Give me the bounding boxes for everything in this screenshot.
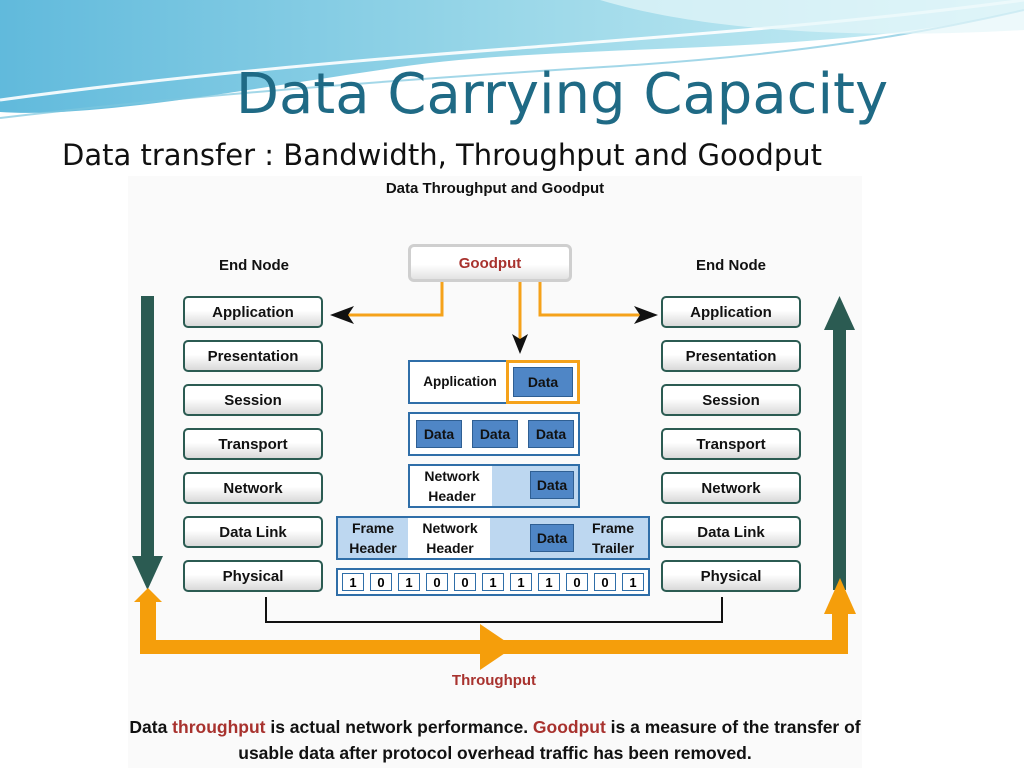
bit: 0 [566,573,588,591]
application-data-row: Application Data [408,360,580,404]
throughput-goodput-diagram: Data Throughput and Goodput [128,176,862,768]
bit: 0 [594,573,616,591]
bit: 1 [482,573,504,591]
up-arrow [824,296,855,590]
packet-network-header: Network Header [424,468,480,504]
bit: 0 [454,573,476,591]
down-arrow [132,296,163,590]
right-layer-network: Network [661,472,801,504]
application-data-cell: Data [513,367,573,397]
segment-data-cell-1: Data [416,420,462,448]
caption-goodput-term: Goodput [532,717,606,737]
bit: 1 [538,573,560,591]
diagram-arrows [132,282,856,670]
frame-network-header-cell: Network Header [422,520,478,556]
frame-header-cell: Frame Header [338,518,408,558]
left-layer-transport: Transport [183,428,323,460]
right-layer-session: Session [661,384,801,416]
segment-data-cell-2: Data [472,420,518,448]
left-layer-data-link: Data Link [183,516,323,548]
right-end-node-label: End Node [696,257,766,274]
packet-row: Network Header Data [408,464,580,508]
slide-title: Data Carrying Capacity [235,62,889,127]
bit: 1 [342,573,364,591]
throughput-arrow [134,578,856,670]
caption-text: is a measure of the transfer of usable d… [238,717,861,763]
application-header-cell: Application [423,374,497,389]
right-layer-transport: Transport [661,428,801,460]
right-layer-physical: Physical [661,560,801,592]
right-layer-application: Application [661,296,801,328]
bit: 0 [426,573,448,591]
goodput-connectors [344,282,644,344]
bit: 0 [370,573,392,591]
frame-trailer-cell: Frame Trailer [578,518,648,558]
left-end-node-label: End Node [219,257,289,274]
bitstream-row: 1 0 1 0 0 1 1 1 0 0 1 [336,568,650,596]
goodput-arrowhead-left [330,306,354,324]
frame-row: Frame Header Network Header Data Frame T… [336,516,650,560]
caption-text: Data [129,717,173,737]
left-layer-application: Application [183,296,323,328]
caption-throughput-term: throughput [172,717,266,737]
segment-data-cell-3: Data [528,420,574,448]
slide-subtitle: Data transfer : Bandwidth, Throughput an… [62,138,822,172]
frame-data-cell: Data [530,524,574,552]
diagram-title: Data Throughput and Goodput [385,180,605,197]
goodput-arrowhead-right [634,306,658,324]
throughput-label: Throughput [451,672,537,689]
left-layer-network: Network [183,472,323,504]
goodput-box: Goodput [408,244,572,282]
header-wave-decoration [0,0,1024,119]
segment-row: Data Data Data [408,412,580,456]
right-layer-presentation: Presentation [661,340,801,372]
left-layer-session: Session [183,384,323,416]
goodput-arrowhead-down [512,334,528,354]
right-layer-data-link: Data Link [661,516,801,548]
physical-link-line [265,597,723,623]
left-layer-physical: Physical [183,560,323,592]
caption-text: is actual network performance. [265,717,533,737]
bit: 1 [622,573,644,591]
diagram-caption: Data throughput is actual network perfor… [128,714,862,766]
left-layer-presentation: Presentation [183,340,323,372]
packet-data-cell: Data [530,471,574,499]
bit: 1 [398,573,420,591]
bit: 1 [510,573,532,591]
